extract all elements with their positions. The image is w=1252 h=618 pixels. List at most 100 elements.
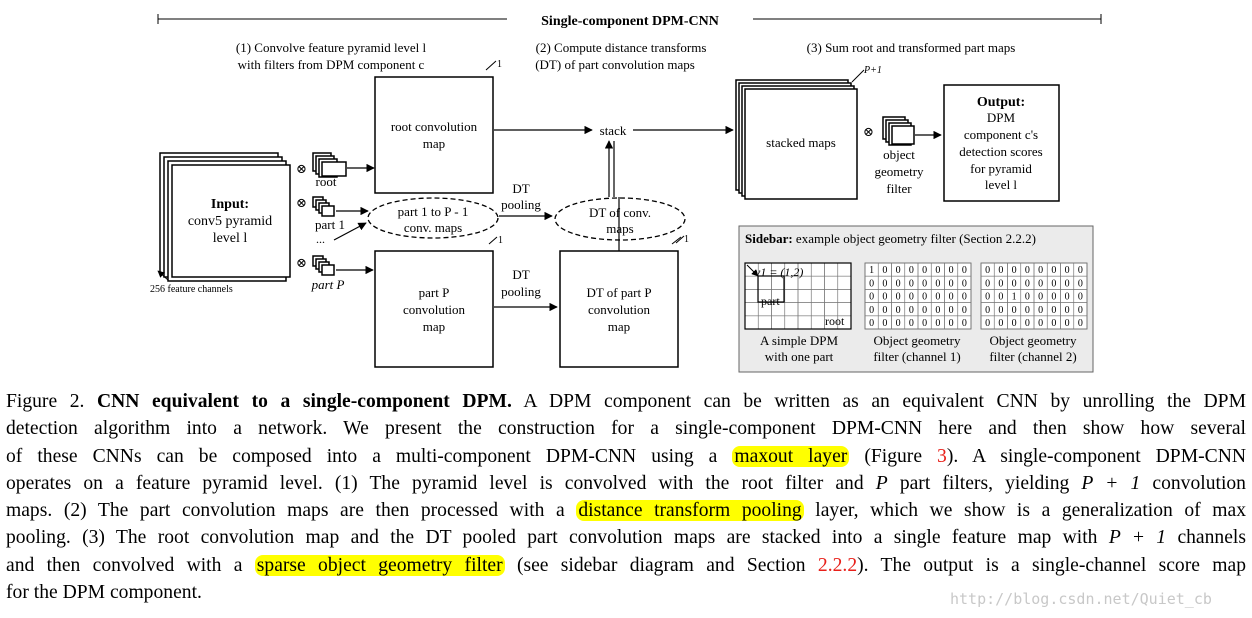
grid-cell-value: 0 [1078,278,1083,289]
watermark: http://blog.csdn.net/Quiet_cb [950,590,1212,608]
geometry-filter-icon: ⊗ [863,116,915,146]
grid-cell-value: 0 [896,278,901,289]
root-conv-line1: root convolution [391,119,478,134]
grid-cell [1073,315,1088,330]
grid-cell-value: 0 [1078,292,1083,303]
caption-math-P1: P + 1 [1081,472,1141,494]
grid-cell-value: 0 [909,305,914,316]
dt-partP-line2: convolution [588,302,651,317]
grid-cell-value: 0 [998,278,1003,289]
highlight-dt-pooling: distance transform pooling [576,500,804,522]
title-rule [157,8,1102,30]
caption-line-5: maps. (2) The part convolution maps are … [6,497,1246,524]
input-title: Input: [211,197,249,212]
ref-section-2-2-2[interactable]: 2.2.2 [817,554,858,576]
diagram-title: Single-component DPM-CNN [541,14,719,29]
filter-part1-label: part 1 [315,217,345,232]
stack-label: stack [600,123,627,138]
grid-cell-value: 0 [1038,278,1043,289]
output-line4: for pyramid [970,161,1032,176]
panel3-line1: Object geometry [990,333,1077,348]
grid-cell-value: 0 [909,318,914,329]
caption-text-7c: ). The output is a single-channel score … [857,554,1247,576]
step3-header: (3) Sum root and transformed part maps [807,40,1016,55]
otimes-root: ⊗ [296,161,307,176]
grid-cell [957,315,972,330]
grid-cell-value: 0 [909,265,914,276]
root-conv-line2: map [423,136,445,151]
grid-cell-value: 0 [985,318,990,329]
figure-caption: Figure 2. CNN equivalent to a single-com… [6,388,1246,606]
geom-filter-line2: geometry [874,164,924,179]
depth-tick-stacked [851,69,865,83]
part-maps-line1: part 1 to P - 1 [398,204,469,219]
dt-pool-top-line2: pooling [501,197,541,212]
grid-cell-value: 0 [949,265,954,276]
partP-conv-line3: map [423,319,445,334]
grid-cell-value: 0 [1038,292,1043,303]
caption-text-3b: (Figure [864,445,923,467]
partP-conv-line1: part P [419,285,450,300]
caption-text-4a: operates on a feature pyramid level. (1)… [6,472,864,494]
input-line1: conv5 pyramid [188,214,272,229]
fig-title: CNN equivalent to a single-component DPM… [96,391,512,412]
feature-channels-label: 256 feature channels [150,284,233,295]
grid-cell-value: 0 [909,292,914,303]
partP-conv-map [374,250,494,368]
dpm-cnn-diagram: Single-component DPM-CNN (1) Convolve fe… [150,8,1102,373]
sidebar-rest: example object geometry filter (Section … [796,231,1036,246]
caption-text-4c: convolution [1152,472,1246,494]
grid-cell-value: 0 [1065,265,1070,276]
grid-cell-value: 0 [869,292,874,303]
dt-conv-line2: maps [606,221,633,236]
grid-cell-value: 0 [1025,265,1030,276]
grid-cell-value: 0 [985,292,990,303]
grid-cell-value: 0 [1051,305,1056,316]
grid-cell-value: 0 [1065,278,1070,289]
depth-tick-part [488,236,498,245]
part-conv-maps-ellipse [367,197,499,239]
caption-text-6a: pooling. (3) The root convolution map an… [6,527,1098,549]
caption-line-6: pooling. (3) The root convolution map an… [6,524,1246,551]
panel3-line2: filter (channel 2) [989,349,1076,364]
grid-cell-value: 0 [896,318,901,329]
dt-partP-map [559,250,679,368]
input-line2: level l [213,231,248,246]
grid-cell-value: 0 [896,265,901,276]
grid-cell-value: 0 [882,305,887,316]
grid-cell-value: 0 [1012,318,1017,329]
grid-cell-value: 0 [882,278,887,289]
panel2-line1: Object geometry [874,333,961,348]
otimes-geom: ⊗ [863,124,874,139]
caption-line-4: operates on a feature pyramid level. (1)… [6,470,1246,497]
grid-cell-value: 0 [949,292,954,303]
caption-math-P: P [875,472,888,494]
grid-cell-value: 0 [1012,305,1017,316]
grid-cell-value: 0 [1078,265,1083,276]
filter-partP-label: part P [311,277,345,292]
grid-cell-value: 0 [922,278,927,289]
dt-pool-top-line1: DT [512,181,529,196]
grid-cell-value: 0 [1051,278,1056,289]
geom-filter-line1: object [883,147,915,162]
grid-cell-value: 0 [1025,278,1030,289]
depth-root: 1 [497,59,502,70]
grid-cell-value: 0 [985,305,990,316]
grid-cell-value: 1 [1012,292,1017,303]
grid-cell-value: 0 [1038,305,1043,316]
depth-tick-root [485,60,497,71]
part1-filter-icon: ⊗ [296,195,335,217]
otimes-part1: ⊗ [296,195,307,210]
caption-text-7b: (see sidebar diagram and Section [516,554,806,576]
stacked-maps-label: stacked maps [766,135,836,150]
grid-cell-value: 0 [1012,265,1017,276]
grid-cell-value: 0 [1025,318,1030,329]
panel2-line2: filter (channel 1) [873,349,960,364]
filter-dots: ... [316,232,325,246]
fig-label: Figure 2. [6,391,85,412]
ref-figure-3[interactable]: 3 [937,445,947,467]
grid-cell-value: 0 [869,278,874,289]
grid-cell-value: 0 [882,318,887,329]
simple-dpm-grid [744,262,852,330]
